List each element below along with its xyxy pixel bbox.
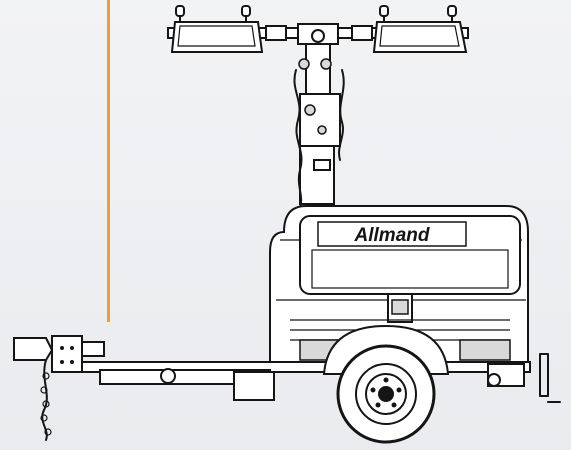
trailer-frame [59,353,561,403]
accent-divider-line [107,0,110,322]
generator-enclosure: Allmand [269,205,529,363]
wheel-assembly [322,324,450,444]
left-lamp-housing [170,21,264,53]
safety-chain [41,359,48,441]
brand-logo: Allmand [317,221,467,247]
right-lamp-housing [372,21,468,53]
lamp-assembly [167,5,469,53]
brand-logo-text: Allmand [354,225,430,246]
telescopic-mast [293,43,345,209]
tow-hitch [13,335,105,441]
